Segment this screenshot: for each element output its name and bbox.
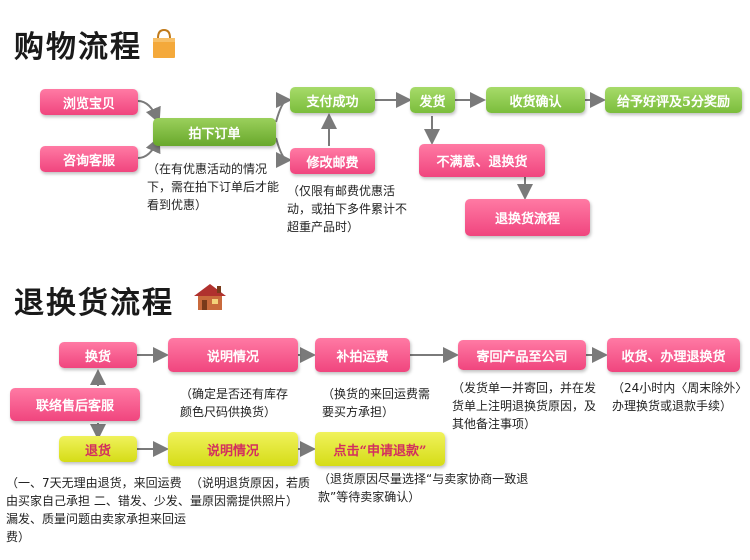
node-consult: 咨询客服 <box>40 146 138 172</box>
node-receive-handle: 收货、办理退换货 <box>607 338 740 372</box>
node-refund: 退货 <box>59 436 137 462</box>
node-contact-cs: 联络售后客服 <box>10 388 140 421</box>
node-review: 给予好评及5分奖励 <box>605 87 742 113</box>
node-pay-shipping: 补拍运费 <box>315 338 410 372</box>
arrow-browse-to-order <box>137 100 161 124</box>
note-explain-stock: （确定是否还有库存颜色尺码供换货） <box>180 387 289 419</box>
arrow-order-to-postage <box>275 137 292 168</box>
node-explain-stock: 说明情况 <box>168 338 298 372</box>
note-apply-refund: （退货原因尽量选择“与卖家协商一致退款”等待卖家确认） <box>318 472 529 504</box>
node-ship: 发货 <box>410 87 455 113</box>
node-apply-refund: 点击“申请退款” <box>315 432 445 466</box>
node-pay-success: 支付成功 <box>290 87 375 113</box>
house-icon <box>194 284 226 310</box>
node-return-flow: 退换货流程 <box>465 199 590 236</box>
node-browse: 浏览宝贝 <box>40 89 138 115</box>
note-receive-handle: （24小时内〈周末除外〉办理换货或退款手续） <box>612 381 748 413</box>
note-order: （在有优惠活动的情况下，需在拍下订单后才能看到优惠） <box>147 162 280 212</box>
arrow-order-to-pay <box>275 92 292 123</box>
node-order: 拍下订单 <box>153 118 276 146</box>
node-modify-postage: 修改邮费 <box>290 148 375 174</box>
node-confirm-receipt: 收货确认 <box>486 87 585 113</box>
node-send-back: 寄回产品至公司 <box>458 340 586 370</box>
node-unsatisfied: 不满意、退换货 <box>419 144 545 177</box>
note-explain-reason: （说明退货原因，若质量原因需提供照片） <box>190 476 311 508</box>
note-refund: （一、7天无理由退货，来回运费由买家自己承担 二、错发、少发、漏发、质量问题由卖… <box>6 476 190 544</box>
note-send-back: （发货单一并寄回，并在发货单上注明退换货原因，及其他备注事项） <box>452 381 597 431</box>
note-postage: （仅限有邮费优惠活动，或拍下多件累计不超重产品时） <box>287 184 408 234</box>
node-exchange: 换货 <box>59 342 137 368</box>
note-pay-shipping: （换货的来回运费需要买方承担） <box>322 387 431 419</box>
node-explain-reason: 说明情况 <box>168 432 298 466</box>
purchase-flow-title: 购物流程 <box>14 30 142 65</box>
return-flow-title: 退换货流程 <box>14 286 174 321</box>
shopping-bag-icon <box>153 28 175 58</box>
